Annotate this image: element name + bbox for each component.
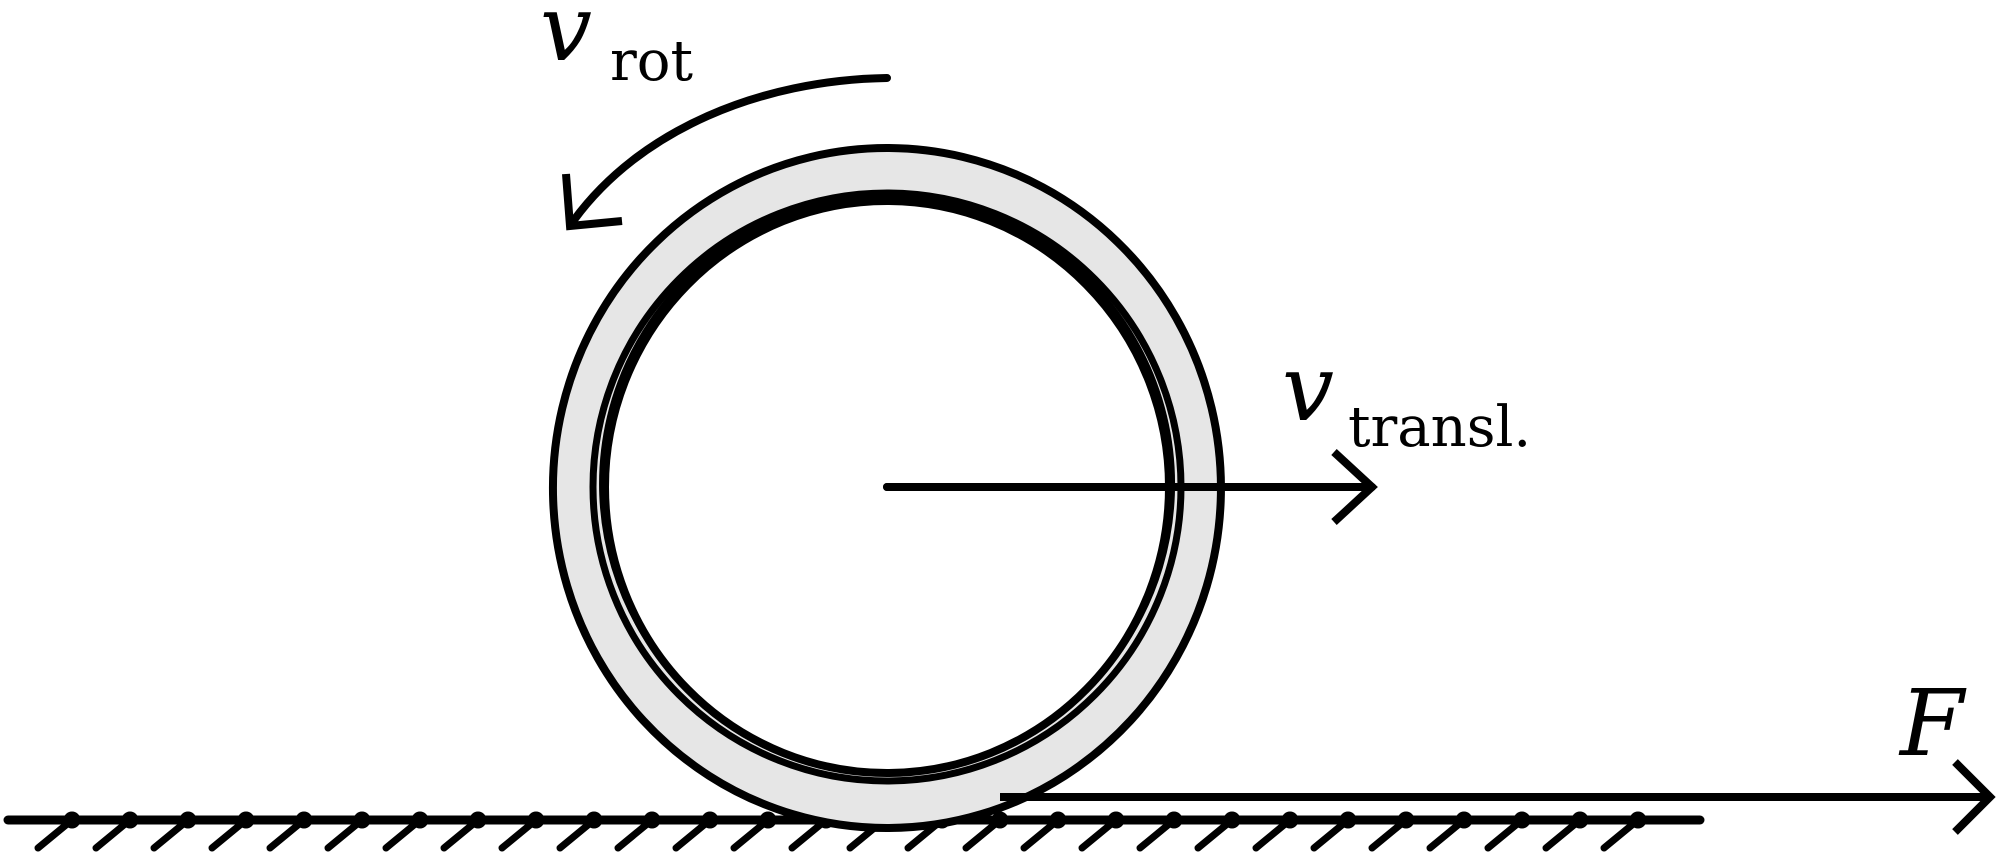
force-label: F bbox=[1898, 670, 1967, 777]
hatch-dot bbox=[1339, 811, 1357, 829]
v-transl-label: v transl. bbox=[1282, 335, 1531, 460]
hatch-dot bbox=[63, 811, 81, 829]
hatch-dot bbox=[1049, 811, 1067, 829]
hatch-dot bbox=[121, 811, 139, 829]
v-rot-label: v rot bbox=[540, 0, 693, 94]
hatch-dot bbox=[1571, 811, 1589, 829]
hatch-dot bbox=[585, 811, 603, 829]
hatch-dot bbox=[1629, 811, 1647, 829]
hatch-dot bbox=[1513, 811, 1531, 829]
hatch-dot bbox=[1107, 811, 1125, 829]
hatch-dot bbox=[1223, 811, 1241, 829]
rotation-velocity-arrow bbox=[562, 74, 891, 231]
v-transl-subscript: transl. bbox=[1348, 395, 1531, 460]
hatch-dot bbox=[295, 811, 313, 829]
hatch-dot bbox=[237, 811, 255, 829]
hatch-dot bbox=[179, 811, 197, 829]
translation-velocity-arrow bbox=[883, 449, 1378, 525]
hatch-dot bbox=[643, 811, 661, 829]
v-transl-symbol: v bbox=[1282, 335, 1334, 442]
hatch-dot bbox=[991, 811, 1009, 829]
hatch-dot bbox=[1455, 811, 1473, 829]
hatch-dot bbox=[411, 811, 429, 829]
hatch-dot bbox=[469, 811, 487, 829]
hatch-dot bbox=[1165, 811, 1183, 829]
hatch-dot bbox=[527, 811, 545, 829]
hatch-dot bbox=[1397, 811, 1415, 829]
hatch-dot bbox=[701, 811, 719, 829]
hatch-dot bbox=[759, 811, 777, 829]
hatch-dot bbox=[1281, 811, 1299, 829]
force-arrow bbox=[1000, 759, 1996, 835]
v-rot-symbol: v bbox=[540, 0, 592, 82]
v-rot-subscript: rot bbox=[610, 29, 693, 94]
hatch-dot bbox=[353, 811, 371, 829]
